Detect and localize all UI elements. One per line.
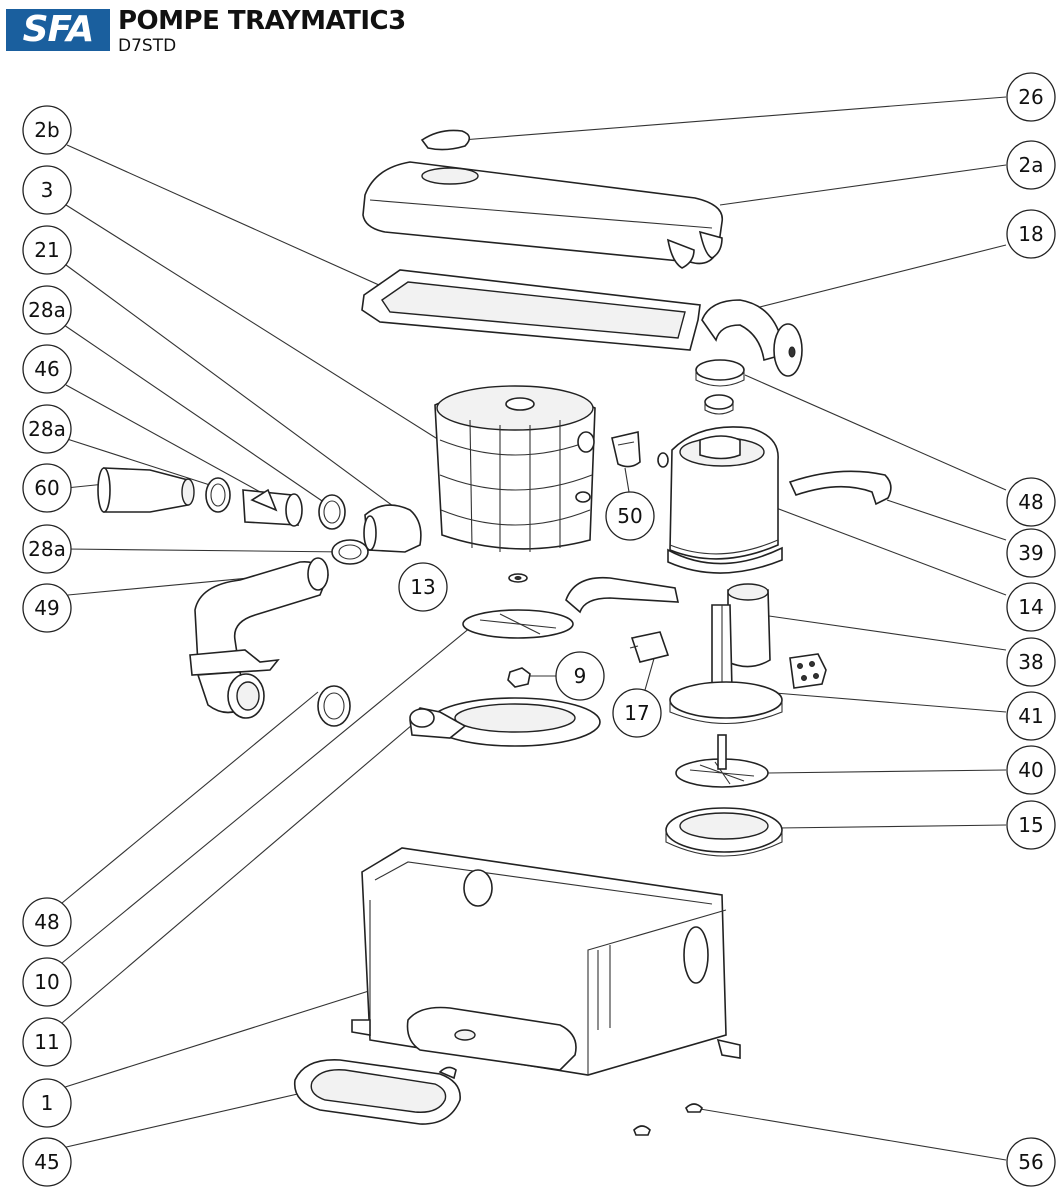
part-40-grid-plate — [675, 734, 769, 788]
svg-text:40: 40 — [1018, 758, 1043, 782]
svg-text:38: 38 — [1018, 650, 1043, 674]
callout-17[interactable]: 17 — [612, 688, 662, 738]
callout-28a-2[interactable]: 28a — [22, 404, 72, 454]
part-48-small-ring — [704, 394, 734, 415]
svg-text:45: 45 — [34, 1150, 59, 1174]
callout-46[interactable]: 46 — [22, 344, 72, 394]
part-2b-gasket — [361, 269, 701, 351]
part-strap-lower — [565, 576, 680, 614]
callout-26[interactable]: 26 — [1006, 72, 1056, 122]
part-48-clamp-top — [695, 359, 745, 387]
svg-text:15: 15 — [1018, 813, 1043, 837]
svg-text:1: 1 — [41, 1091, 54, 1115]
callout-11[interactable]: 11 — [22, 1017, 72, 1067]
svg-text:28a: 28a — [28, 298, 66, 322]
svg-text:11: 11 — [34, 1030, 59, 1054]
callout-14[interactable]: 14 — [1006, 582, 1056, 632]
part-13-washer — [508, 573, 528, 583]
part-10-impeller — [462, 609, 574, 639]
part-56-foot-1 — [685, 1103, 703, 1113]
callout-2a[interactable]: 2a — [1006, 140, 1056, 190]
svg-text:26: 26 — [1018, 85, 1043, 109]
svg-text:9: 9 — [574, 664, 587, 688]
part-28a-clamp-2 — [318, 494, 346, 530]
svg-text:41: 41 — [1018, 704, 1043, 728]
part-9-nut — [507, 667, 531, 688]
part-38-motor — [711, 583, 771, 691]
callout-1[interactable]: 1 — [22, 1078, 72, 1128]
callout-28a-3[interactable]: 28a — [22, 524, 72, 574]
part-50-clip — [611, 431, 641, 468]
part-14-pump-housing — [657, 426, 783, 574]
part-17-switch — [629, 631, 670, 663]
callout-13[interactable]: 13 — [398, 562, 448, 612]
callout-56[interactable]: 56 — [1006, 1137, 1056, 1187]
callout-21[interactable]: 21 — [22, 225, 72, 275]
callout-50[interactable]: 50 — [605, 491, 655, 541]
callout-48-top[interactable]: 48 — [1006, 477, 1056, 527]
part-49-outlet-elbow — [189, 557, 329, 719]
callout-2b[interactable]: 2b — [22, 105, 72, 155]
svg-text:21: 21 — [34, 238, 59, 262]
page-title: POMPE TRAYMATIC3 — [118, 6, 406, 36]
svg-text:17: 17 — [624, 701, 649, 725]
part-terminal-block — [789, 653, 827, 689]
part-21-elbow — [363, 504, 422, 553]
svg-text:46: 46 — [34, 357, 59, 381]
callouts: 26 2b 2a 3 18 21 28a 46 28a 60 48 50 39 … — [22, 72, 1056, 1187]
svg-text:28a: 28a — [28, 417, 66, 441]
part-15-seal-ring — [665, 807, 783, 857]
leader-lines — [61, 96, 1007, 1161]
part-18-elbow-pipe — [701, 299, 803, 377]
part-48-clamp-lower — [317, 685, 351, 727]
svg-text:2b: 2b — [34, 118, 59, 142]
svg-text:28a: 28a — [28, 537, 66, 561]
part-41-motor-base — [669, 681, 783, 724]
callout-49[interactable]: 49 — [22, 583, 72, 633]
part-45-oval-gasket — [293, 1059, 461, 1125]
part-26-cap — [420, 129, 471, 151]
callout-48-bottom[interactable]: 48 — [22, 897, 72, 947]
svg-text:48: 48 — [34, 910, 59, 934]
callout-60[interactable]: 60 — [22, 463, 72, 513]
callout-3[interactable]: 3 — [22, 165, 72, 215]
svg-text:39: 39 — [1018, 541, 1043, 565]
svg-text:14: 14 — [1018, 595, 1043, 619]
svg-text:10: 10 — [34, 970, 59, 994]
callout-39[interactable]: 39 — [1006, 528, 1056, 578]
callout-15[interactable]: 15 — [1006, 800, 1056, 850]
part-11-base-plate — [409, 697, 601, 747]
svg-text:18: 18 — [1018, 222, 1043, 246]
model-code: D7STD — [118, 36, 177, 56]
callout-41[interactable]: 41 — [1006, 691, 1056, 741]
callout-10[interactable]: 10 — [22, 957, 72, 1007]
part-2a-lid — [362, 161, 724, 269]
sfa-logo: SFA — [6, 9, 110, 51]
header: SFA POMPE TRAYMATIC3 D7STD — [0, 0, 1064, 60]
part-39-strap — [788, 470, 892, 506]
part-1-tank — [351, 847, 741, 1076]
part-28a-clamp-3 — [331, 539, 369, 565]
callout-9[interactable]: 9 — [555, 651, 605, 701]
part-28a-clamp-1 — [205, 477, 231, 513]
callout-45[interactable]: 45 — [22, 1137, 72, 1187]
svg-text:3: 3 — [41, 178, 54, 202]
part-46-connector — [242, 488, 303, 527]
svg-text:56: 56 — [1018, 1150, 1043, 1174]
part-56-foot-2 — [633, 1125, 651, 1136]
svg-text:49: 49 — [34, 596, 59, 620]
svg-text:48: 48 — [1018, 490, 1043, 514]
callout-28a-1[interactable]: 28a — [22, 285, 72, 335]
svg-text:50: 50 — [617, 504, 642, 528]
svg-text:60: 60 — [34, 476, 59, 500]
svg-text:2a: 2a — [1019, 153, 1044, 177]
part-60-adapter — [97, 467, 195, 513]
part-3-filter-basket — [434, 385, 596, 552]
svg-text:13: 13 — [410, 575, 435, 599]
callout-40[interactable]: 40 — [1006, 745, 1056, 795]
callout-38[interactable]: 38 — [1006, 637, 1056, 687]
callout-18[interactable]: 18 — [1006, 209, 1056, 259]
